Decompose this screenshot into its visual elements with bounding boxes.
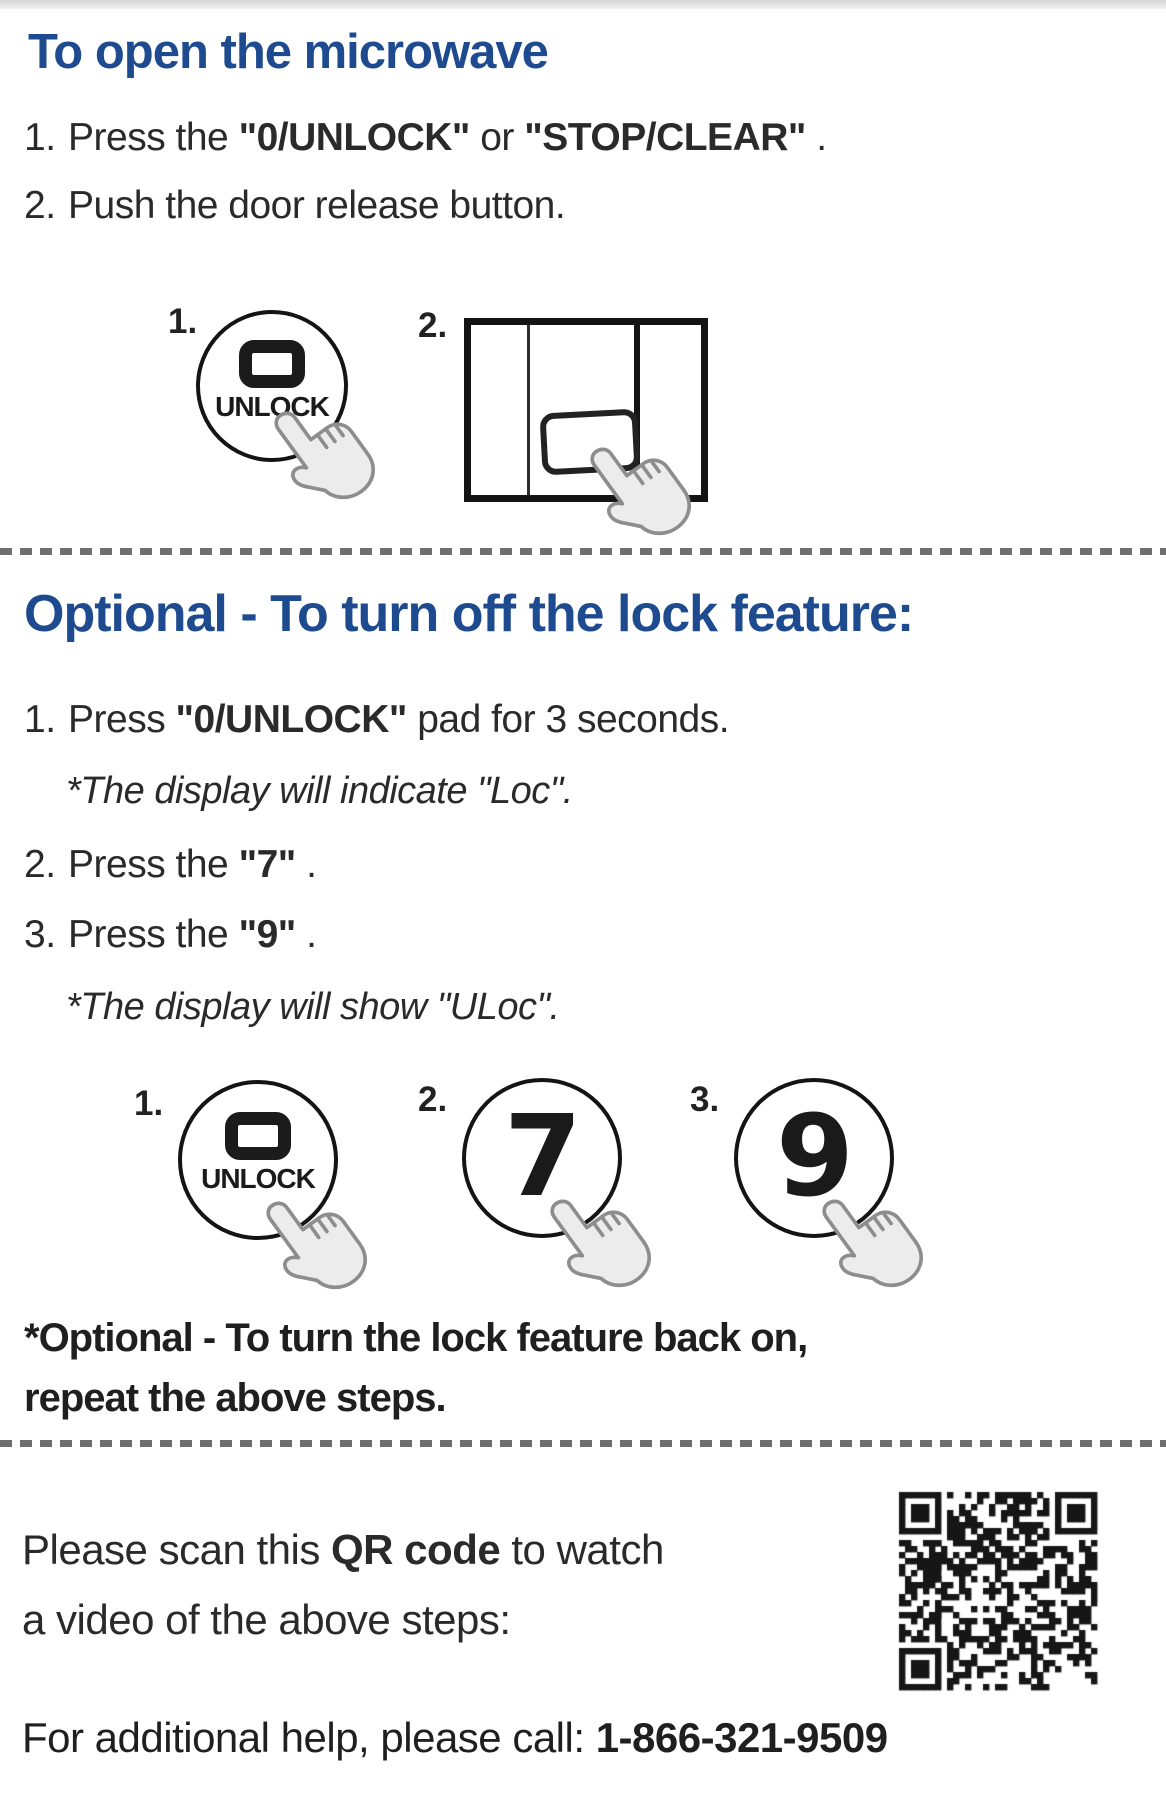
zero-key-icon — [239, 340, 305, 388]
step-number: 2. — [24, 184, 56, 227]
step-lock-3: 3.Press the "9" . — [24, 913, 317, 956]
step-open-1: 1.Press the "0/UNLOCK" or "STOP/CLEAR" . — [24, 116, 827, 159]
qr-instruction-line1: Please scan this QR code to watch — [22, 1526, 664, 1573]
unlock-key-figure: UNLOCK — [196, 310, 348, 462]
lock-back-on-note-line2: repeat the above steps. — [24, 1376, 447, 1420]
display-note-uloc: *The display will show "ULoc". — [66, 986, 560, 1028]
qr-instruction-line2: a video of the above steps: — [22, 1596, 511, 1643]
step-open-2: 2.Push the door release button. — [24, 184, 566, 227]
figure-label: 2. — [418, 1080, 448, 1119]
step-lock-1: 1.Press "0/UNLOCK" pad for 3 seconds. — [24, 698, 730, 741]
step-lock-2: 2.Press the "7" . — [24, 843, 317, 886]
microwave-door-illustration — [464, 318, 708, 502]
key-7-figure: 7 — [462, 1078, 622, 1238]
figure-label: 2. — [418, 306, 448, 345]
key-9-figure: 9 — [734, 1078, 894, 1238]
step-number: 3. — [24, 913, 56, 956]
zero-key-icon — [225, 1112, 291, 1160]
section-title-open: To open the microwave — [28, 25, 549, 79]
section-title-lock: Optional - To turn off the lock feature: — [24, 585, 914, 643]
key-7-digit: 7 — [504, 1092, 582, 1222]
dashed-divider — [0, 548, 1166, 555]
step-number: 2. — [24, 843, 56, 886]
step-number: 1. — [24, 698, 56, 741]
unlock-key-label: UNLOCK — [215, 391, 330, 422]
door-seam-line — [527, 325, 530, 495]
key-9-digit: 9 — [776, 1092, 854, 1222]
dashed-divider — [0, 1440, 1166, 1447]
lock-back-on-note-line1: *Optional - To turn the lock feature bac… — [24, 1316, 808, 1360]
unlock-key-figure-2: UNLOCK — [178, 1080, 338, 1240]
top-edge-shadow — [0, 0, 1166, 9]
door-edge-line — [634, 325, 640, 495]
help-phone-number: 1-866-321-9509 — [595, 1714, 888, 1761]
unlock-key-label: UNLOCK — [201, 1163, 316, 1194]
figure-label: 3. — [690, 1080, 720, 1119]
help-phone-line: For additional help, please call: 1-866-… — [22, 1714, 888, 1761]
figure-label: 1. — [134, 1084, 164, 1123]
figure-label: 1. — [168, 302, 198, 341]
display-note-loc: *The display will indicate "Loc". — [66, 770, 573, 812]
step-number: 1. — [24, 116, 56, 159]
door-release-button-illustration — [539, 408, 641, 476]
qr-code — [897, 1490, 1099, 1692]
